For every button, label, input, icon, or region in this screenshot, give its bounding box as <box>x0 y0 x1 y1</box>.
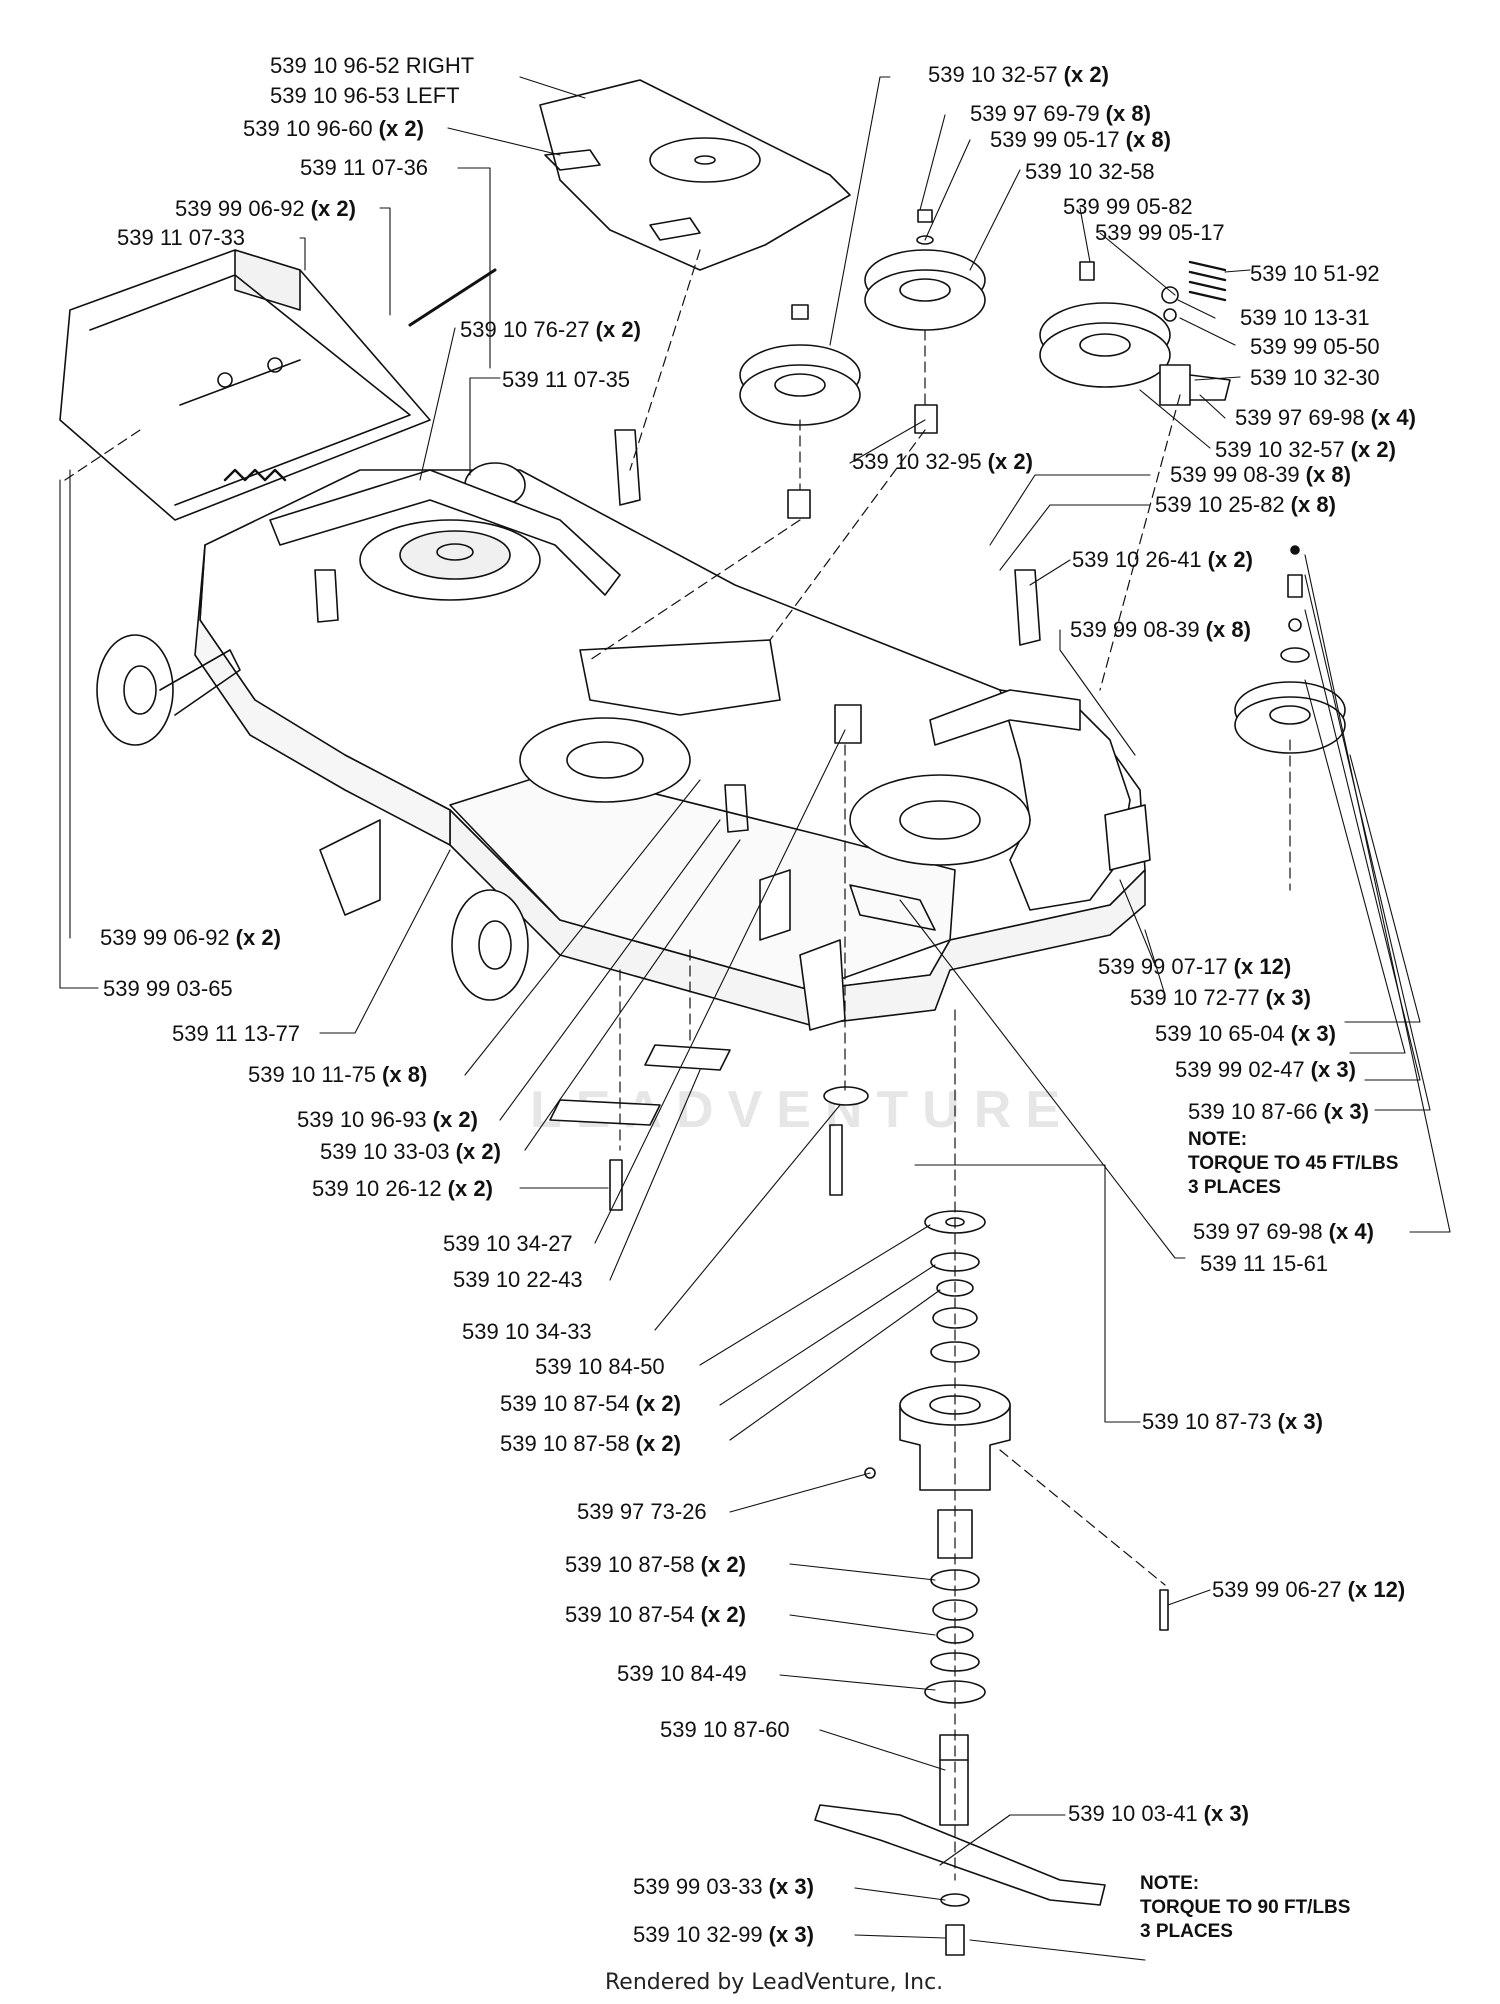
torque-note-90: NOTE: TORQUE TO 90 FT/LBS 3 PLACES <box>1140 1873 1351 1942</box>
part-label: 539 10 87-54(x 2) <box>500 1391 681 1416</box>
part-label: 539 97 69-98(x 4) <box>1235 405 1416 430</box>
part-label: 539 10 87-58(x 2) <box>500 1431 681 1456</box>
part-label: 539 10 84-49 <box>617 1661 747 1686</box>
part-label: 539 10 87-73(x 3) <box>1142 1409 1323 1434</box>
part-label: 539 11 13-77 <box>172 1021 301 1046</box>
part-label: 539 10 34-27 <box>443 1231 573 1256</box>
part-label: 539 99 07-17(x 12) <box>1098 954 1292 979</box>
part-label: 539 10 25-82(x 8) <box>1155 492 1336 517</box>
part-label: 539 99 02-47(x 3) <box>1175 1057 1356 1082</box>
part-label: 539 10 26-12(x 2) <box>312 1176 493 1201</box>
part-label: 539 99 08-39(x 8) <box>1170 462 1351 487</box>
part-label: 539 99 05-17 <box>1095 220 1225 245</box>
part-label: 539 10 84-50 <box>535 1354 665 1379</box>
part-label: 539 10 03-41(x 3) <box>1068 1801 1249 1826</box>
part-label: 539 11 15-61 <box>1200 1251 1329 1276</box>
part-label: 539 99 08-39(x 8) <box>1070 617 1251 642</box>
part-label: 539 10 72-77(x 3) <box>1130 985 1311 1010</box>
part-label: 539 10 32-95(x 2) <box>852 449 1033 474</box>
part-label: 539 10 76-27(x 2) <box>460 317 641 342</box>
part-label: 539 99 05-50 <box>1250 334 1380 359</box>
part-label: 539 10 96-60(x 2) <box>243 116 424 141</box>
part-label: 539 10 51-92 <box>1250 261 1380 286</box>
leader-lines <box>59 76 1451 1961</box>
part-label: 539 99 03-33(x 3) <box>633 1874 814 1899</box>
part-label: 539 97 69-79(x 8) <box>970 101 1151 126</box>
part-label: 539 10 87-60 <box>660 1717 790 1742</box>
part-label: 539 99 03-65 <box>103 976 233 1001</box>
part-label: 539 10 32-57(x 2) <box>1215 437 1396 462</box>
part-label: 539 10 96-53 LEFT <box>270 83 460 108</box>
part-label: 539 10 32-30 <box>1250 365 1380 390</box>
part-label: 539 11 07-36 <box>300 155 429 180</box>
part-label: 539 10 87-54(x 2) <box>565 1602 746 1627</box>
part-label: 539 10 34-33 <box>462 1319 592 1344</box>
part-label: 539 10 96-93(x 2) <box>297 1107 478 1132</box>
part-label: 539 97 73-26 <box>577 1499 707 1524</box>
pulleys <box>739 209 1346 754</box>
center-lines <box>64 249 1291 1881</box>
part-label: 539 99 06-92(x 2) <box>175 196 356 221</box>
part-label: 539 11 07-33 <box>117 225 246 250</box>
footer-credit: Rendered by LeadVenture, Inc. <box>605 1970 944 1995</box>
part-label: 539 10 32-57(x 2) <box>928 62 1109 87</box>
part-label: 539 10 26-41(x 2) <box>1072 547 1253 572</box>
part-label: 539 97 69-98(x 4) <box>1193 1219 1374 1244</box>
mower-deck <box>96 429 1151 1031</box>
part-label: 539 99 05-82 <box>1063 194 1193 219</box>
part-label: 539 10 65-04(x 3) <box>1155 1021 1336 1046</box>
part-label: 539 10 13-31 <box>1240 305 1370 330</box>
part-label: 539 10 22-43 <box>453 1267 583 1292</box>
part-label: 539 10 32-58 <box>1025 159 1155 184</box>
part-label: 539 10 32-99(x 3) <box>633 1922 814 1947</box>
part-label: 539 99 05-17(x 8) <box>990 127 1171 152</box>
belt-cover <box>539 79 851 271</box>
part-label: 539 10 87-66(x 3) <box>1188 1099 1369 1124</box>
part-label: 539 11 07-35 <box>502 367 631 392</box>
torque-note-45: NOTE: TORQUE TO 45 FT/LBS 3 PLACES <box>1188 1129 1399 1198</box>
part-label: 539 99 06-92(x 2) <box>100 925 281 950</box>
part-label: 539 10 33-03(x 2) <box>320 1139 501 1164</box>
part-label: 539 99 06-27(x 12) <box>1212 1577 1406 1602</box>
part-label: 539 10 11-75(x 8) <box>248 1062 428 1087</box>
part-label: 539 10 96-52 RIGHT <box>270 53 475 78</box>
discharge-chute <box>59 249 497 521</box>
part-label: 539 10 87-58(x 2) <box>565 1552 746 1577</box>
